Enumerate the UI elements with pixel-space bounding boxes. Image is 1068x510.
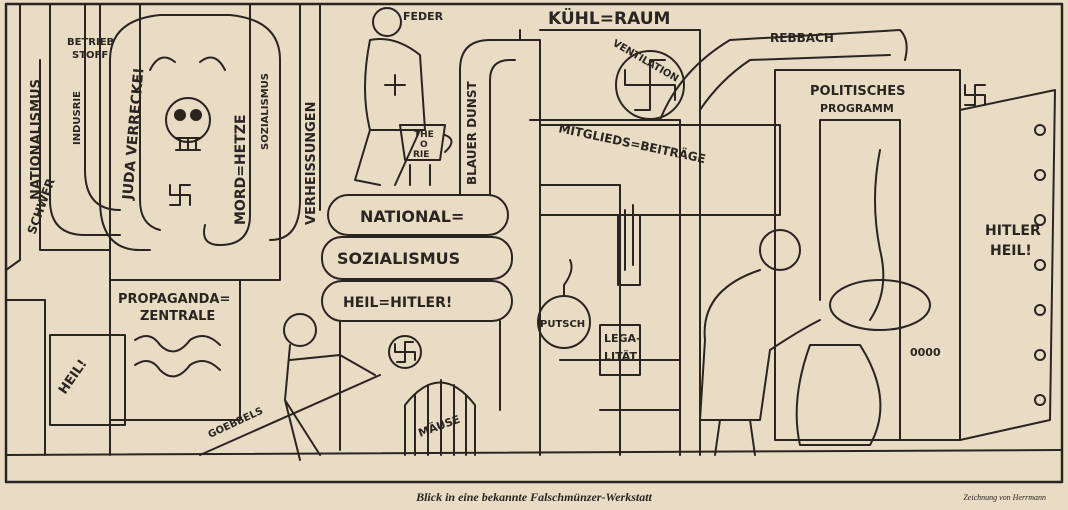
theorie-cup [399, 124, 446, 161]
propaganda-label-1: PROPAGANDA= [118, 292, 230, 307]
juda-label: JUDA VERRECKE! [120, 67, 148, 201]
theorie-label-3: RIE [413, 150, 429, 160]
politisches-label-1: POLITISCHES [810, 84, 905, 99]
shovel-handle [199, 374, 381, 456]
theorie-label-1: THE [414, 130, 434, 140]
rebbach-label: REBBACH [770, 31, 834, 45]
skull-icon [165, 97, 211, 143]
oath-hand [617, 204, 641, 286]
feder-label: FEDER [403, 10, 444, 23]
sozialismus-small-label: SOZIALISMUS [260, 73, 271, 150]
pipe-nationalismus [49, 4, 121, 236]
national-cushion [327, 194, 509, 236]
hitler-body [699, 269, 821, 421]
machine-tank [109, 14, 281, 281]
pipe-betriebstoff [84, 4, 121, 211]
kuehlraum-tower [539, 29, 701, 456]
putsch-label: PUTSCH [540, 319, 585, 330]
propaganda-label-2: ZENTRALE [140, 309, 215, 324]
cartoon-caption: Blick in eine bekannte Falschmünzer-Werk… [416, 490, 652, 504]
safe-door [959, 89, 1056, 441]
blauer-dunst-label: BLAUER DUNST [465, 81, 479, 185]
maeuse-label: MÄUSE [416, 412, 462, 440]
hitler-head [759, 229, 801, 271]
coins-label: 0000 [910, 346, 941, 359]
pipe-verheissungen [269, 4, 301, 241]
heil-door [49, 334, 126, 426]
theorie-label-2: O [420, 140, 428, 150]
floor-line [5, 449, 1063, 456]
safe-body [774, 69, 961, 441]
mitglieds-label: MITGLIEDS=BEITRÄGE [557, 120, 707, 166]
pipe-mitglieds [539, 124, 781, 216]
heil-hitler-cushion [321, 280, 513, 322]
propaganda-box [109, 279, 241, 421]
feder-head [372, 7, 402, 37]
goebbels-label: GOEBBELS [207, 406, 265, 441]
verheissungen-label: VERHEISSUNGEN [304, 101, 319, 225]
betriebstoff-label-2: STOFF [72, 50, 108, 61]
sozialismus-label: SOZIALISMUS [337, 249, 460, 268]
indusrie-label: INDUSRIE [72, 91, 83, 145]
money-bag [795, 344, 882, 446]
heil-door-label: HEIL! [56, 357, 91, 397]
hitler-heil-label-2: HEIL! [990, 243, 1032, 259]
kuehlraum-label: KÜHL=RAUM [548, 7, 670, 29]
frame-border [4, 2, 1064, 484]
artist-credit: Zeichnung von Herrmann [963, 493, 1046, 502]
ventilation-label: VENTILATION [611, 38, 681, 85]
betriebstoff-label-1: BETRIEB [67, 37, 114, 48]
legalitaet-sign [599, 324, 641, 376]
goebbels-body [284, 344, 376, 461]
armband-swastika [388, 335, 422, 369]
national-label: NATIONAL= [360, 207, 464, 226]
politisches-label-2: PROGRAMM [820, 102, 894, 115]
legalitaet-label-2: LITÄT [604, 349, 637, 363]
sozialismus-cushion [321, 236, 513, 280]
hitler-heil-label-1: HITLER [985, 223, 1041, 239]
safe-swastika-icon [964, 84, 986, 106]
pipe-blauer-dunst [459, 39, 541, 456]
nationalismus-label: NATIONALISMUS [29, 79, 44, 200]
ventilation-wheel [615, 50, 685, 120]
coin-stream [869, 149, 885, 321]
left-pipe [5, 4, 21, 271]
coin-heap [829, 279, 931, 331]
pipe-mord [203, 4, 251, 246]
legalitaet-label-1: LEGA- [604, 332, 641, 345]
pipe-rebbach [659, 29, 908, 121]
heil-hitler-label: HEIL=HITLER! [343, 295, 452, 311]
mord-label: MORD=HETZE [233, 114, 249, 225]
pipe-juda-inner [139, 4, 161, 231]
swastika-icon [169, 184, 191, 206]
goebbels-head [283, 313, 317, 347]
